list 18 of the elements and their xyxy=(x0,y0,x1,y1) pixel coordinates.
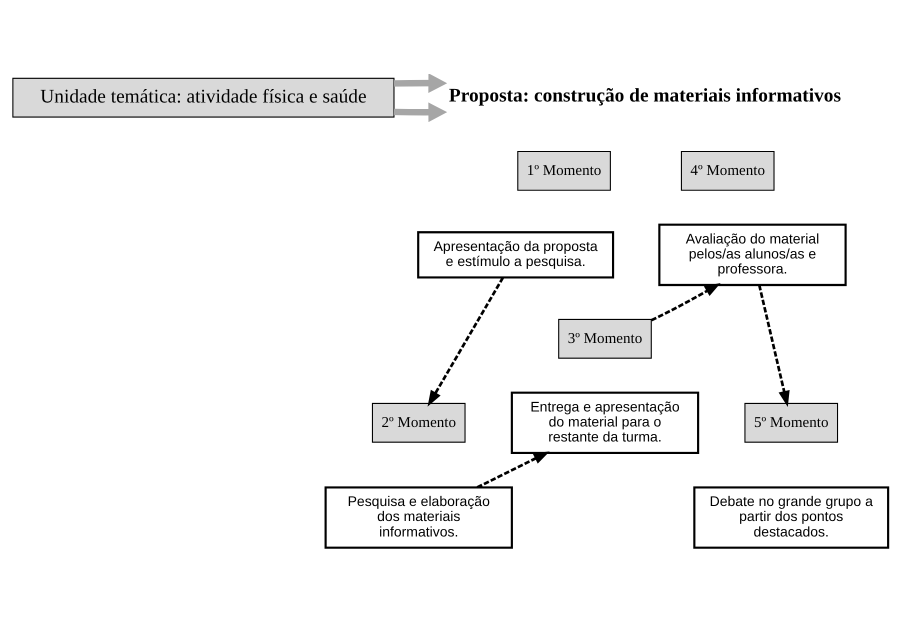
node-box: 1º Momento xyxy=(517,150,611,190)
arrow xyxy=(650,282,721,321)
node-box: 5º Momento xyxy=(744,402,838,442)
arrow xyxy=(394,74,448,92)
node-box: 4º Momento xyxy=(680,150,775,190)
node-box: Pesquisa e elaboração dos materiais informativos. xyxy=(324,486,513,548)
arrow xyxy=(758,284,790,407)
arrow xyxy=(394,102,448,122)
node-box: Unidade temática: atividade física e saúde xyxy=(12,77,395,118)
node-box: 2º Momento xyxy=(372,402,466,442)
node-box: Apresentação da proposta e estímulo a pesquisa. xyxy=(417,230,614,278)
node-text: Proposta: construção de materiais informativos xyxy=(448,84,842,106)
node-box: Entrega e apresentação do material para o restante da turma. xyxy=(510,391,700,454)
arrow xyxy=(428,276,504,406)
arrow xyxy=(476,450,550,488)
node-box: 3º Momento xyxy=(558,318,652,358)
node-box: Avaliação do material pelos/as alunos/as e professora. xyxy=(658,223,847,286)
node-box: Debate no grande grupo a partir dos pontos destacados. xyxy=(693,486,890,548)
